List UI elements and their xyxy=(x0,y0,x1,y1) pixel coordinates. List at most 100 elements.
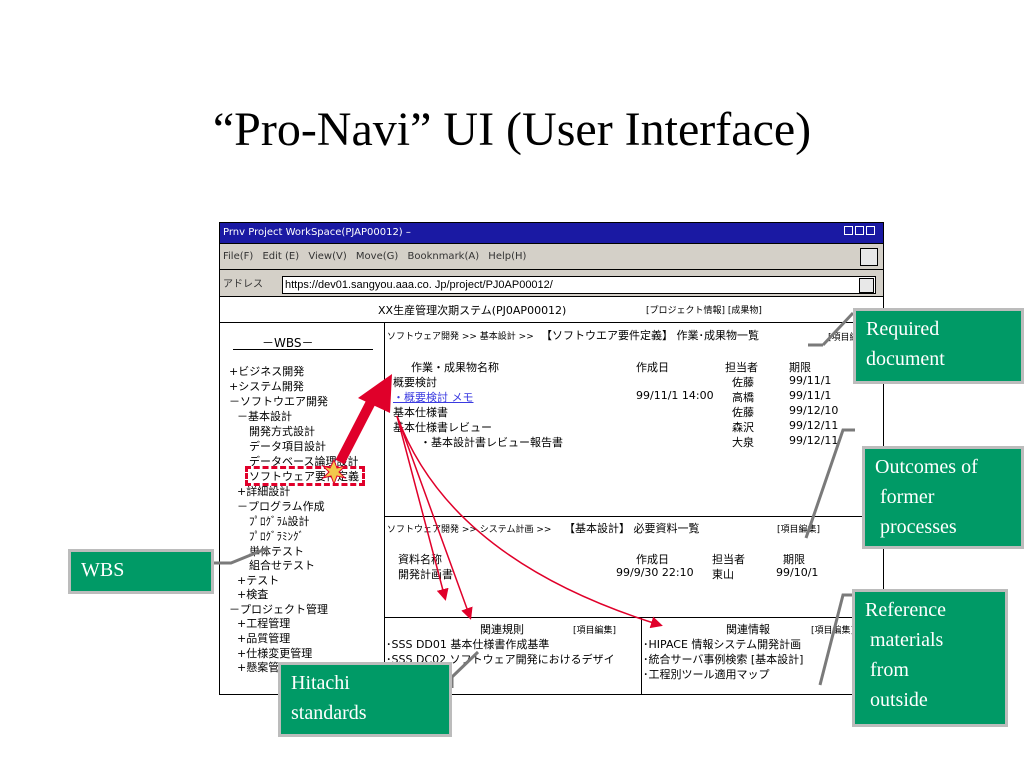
connector-reference xyxy=(818,593,852,686)
required-header-due: 期限 xyxy=(783,553,805,566)
wbs-item[interactable]: +検査 xyxy=(237,588,269,601)
callout-required-document: Required document xyxy=(853,308,1024,384)
outputs-breadcrumb[interactable]: ソフトウェア開発 >> 基本設計 >> xyxy=(387,332,534,342)
wbs-item[interactable]: データ項目設計 xyxy=(249,440,326,453)
outputs-header-due: 期限 xyxy=(789,361,811,374)
required-header-owner: 担当者 xyxy=(712,553,745,566)
rules-title: 関連規則 xyxy=(480,623,524,636)
callout-outcomes: Outcomes of former processes xyxy=(862,446,1024,549)
menu-move[interactable]: Move(G) xyxy=(355,251,399,262)
connector-wbs xyxy=(213,546,269,565)
outputs-row-due: 99/12/10 xyxy=(789,404,839,417)
menu-bar: File(F) Edit (E) View(V) Move(G) Booknma… xyxy=(220,243,883,270)
wbs-divider xyxy=(384,323,385,694)
outputs-row-due: 99/11/1 xyxy=(789,389,832,402)
outputs-row-due: 99/12/11 xyxy=(789,419,839,432)
system-bar xyxy=(220,297,883,323)
system-links[interactable]: [プロジェクト情報] [成果物] xyxy=(646,306,762,316)
outputs-header-date: 作成日 xyxy=(636,361,669,374)
wbs-selection-highlight xyxy=(245,466,365,486)
wbs-title-underline xyxy=(233,349,373,350)
minimize-icon[interactable] xyxy=(844,226,853,235)
outputs-edit-link[interactable]: [項目編集] xyxy=(828,333,872,343)
menu-bookmark[interactable]: Booknmark(A) xyxy=(407,251,480,262)
rules-edit-link[interactable]: [項目編集] xyxy=(573,626,617,636)
outputs-row-date: 99/11/1 14:00 xyxy=(636,389,714,402)
menu-file[interactable]: File(F) xyxy=(223,251,254,262)
info-item[interactable]: ･工程別ツール適用マップ xyxy=(643,668,770,681)
menu-square-button[interactable] xyxy=(860,248,878,266)
wbs-item[interactable]: －ソフトウエア開発 xyxy=(229,395,328,408)
address-input[interactable]: https://dev01.sangyou.aaa.co. Jp/project… xyxy=(282,276,876,294)
menu-help[interactable]: Help(H) xyxy=(488,251,527,262)
outputs-row-name: ・基本設計書レビュー報告書 xyxy=(420,436,563,449)
required-divider xyxy=(385,617,883,618)
required-row-date: 99/9/30 22:10 xyxy=(616,566,694,579)
outputs-heading: 【ソフトウエア要件定義】 作業･成果物一覧 xyxy=(541,329,759,342)
required-breadcrumb[interactable]: ソフトウェア開発 >> システム計画 >> xyxy=(387,525,552,535)
outputs-row-due: 99/12/11 xyxy=(789,434,839,447)
connector-required-2 xyxy=(821,311,855,347)
wbs-item[interactable]: －基本設計 xyxy=(237,410,292,423)
wbs-item[interactable]: +ビジネス開発 xyxy=(229,365,305,378)
required-edit-link[interactable]: [項目編集] xyxy=(777,525,821,535)
required-header-name: 資料名称 xyxy=(398,553,442,566)
wbs-item[interactable]: +仕様変更管理 xyxy=(237,647,313,660)
app-window xyxy=(219,222,884,695)
window-titlebar: Prnv Project WorkSpace(PJAP00012) – xyxy=(220,223,883,243)
arrow-to-info xyxy=(396,415,663,629)
arrow-to-outputs-head xyxy=(358,374,392,413)
outputs-row-due: 99/11/1 xyxy=(789,374,832,387)
menu-edit[interactable]: Edit (E) xyxy=(262,251,300,262)
outputs-row-owner: 高橋 xyxy=(732,391,754,404)
outputs-header-owner: 担当者 xyxy=(725,361,758,374)
arrow-to-rules xyxy=(396,415,473,620)
wbs-item[interactable]: +詳細設計 xyxy=(237,485,291,498)
wbs-item[interactable]: +懸案管理 xyxy=(237,661,291,674)
wbs-item[interactable]: ﾌﾟﾛｸﾞﾗﾑ設計 xyxy=(249,515,310,528)
info-item[interactable]: ･HIPACE 情報システム開発計画 xyxy=(643,638,802,651)
arrow-to-outputs xyxy=(335,397,377,465)
outputs-row-link[interactable]: ・概要検討 メモ xyxy=(393,391,474,404)
address-label: アドレス xyxy=(223,279,263,290)
outputs-divider xyxy=(385,516,883,517)
wbs-title: －WBS－ xyxy=(262,336,314,350)
address-go-button[interactable] xyxy=(859,278,874,293)
window-title: Prnv Project WorkSpace(PJAP00012) – xyxy=(223,227,411,238)
wbs-item[interactable]: +品質管理 xyxy=(237,632,291,645)
wbs-item[interactable]: －プログラム作成 xyxy=(237,500,325,513)
slide-title: “Pro-Navi” UI (User Interface) xyxy=(212,103,812,156)
connector-hitachi-2 xyxy=(450,650,480,679)
required-header-date: 作成日 xyxy=(636,553,669,566)
system-name: XX生産管理次期ステム(PJ0AP00012) xyxy=(378,304,567,317)
required-row-due: 99/10/1 xyxy=(776,566,819,579)
info-item[interactable]: ･統合サーバ事例検索 [基本設計] xyxy=(643,653,804,666)
wbs-item[interactable]: 開発方式設計 xyxy=(249,425,315,438)
callout-wbs: WBS xyxy=(68,549,214,594)
menu-view[interactable]: View(V) xyxy=(308,251,347,262)
wbs-item[interactable]: ﾌﾟﾛｸﾞﾗﾐﾝｸﾞ xyxy=(249,530,304,543)
arrow-to-required xyxy=(396,415,449,601)
callout-hitachi: Hitachi standards xyxy=(278,662,452,737)
connector-outcomes xyxy=(804,428,855,539)
wbs-item[interactable]: +工程管理 xyxy=(237,617,291,630)
starburst-icon xyxy=(321,458,347,486)
maximize-icon[interactable] xyxy=(855,226,864,235)
required-row-owner: 東山 xyxy=(712,568,734,581)
wbs-item[interactable]: 組合せテスト xyxy=(249,559,315,572)
wbs-item[interactable]: +システム開発 xyxy=(229,380,304,393)
info-title: 関連情報 xyxy=(726,623,770,636)
outputs-row-owner: 森沢 xyxy=(732,421,754,434)
wbs-item[interactable]: 単体テスト xyxy=(249,545,304,558)
wbs-item[interactable]: －プロジェクト管理 xyxy=(229,603,328,616)
outputs-row-name: 概要検討 xyxy=(393,376,437,389)
window-controls xyxy=(844,226,875,235)
outputs-row-owner: 佐藤 xyxy=(732,406,754,419)
close-icon[interactable] xyxy=(866,226,875,235)
wbs-item[interactable]: +テスト xyxy=(237,574,280,587)
callout-reference: Reference materials from outside xyxy=(852,589,1008,727)
outputs-row-owner: 佐藤 xyxy=(732,376,754,389)
outputs-row-owner: 大泉 xyxy=(732,436,754,449)
rules-item[interactable]: ･SSS DD01 基本仕様書作成基準 xyxy=(386,638,550,651)
